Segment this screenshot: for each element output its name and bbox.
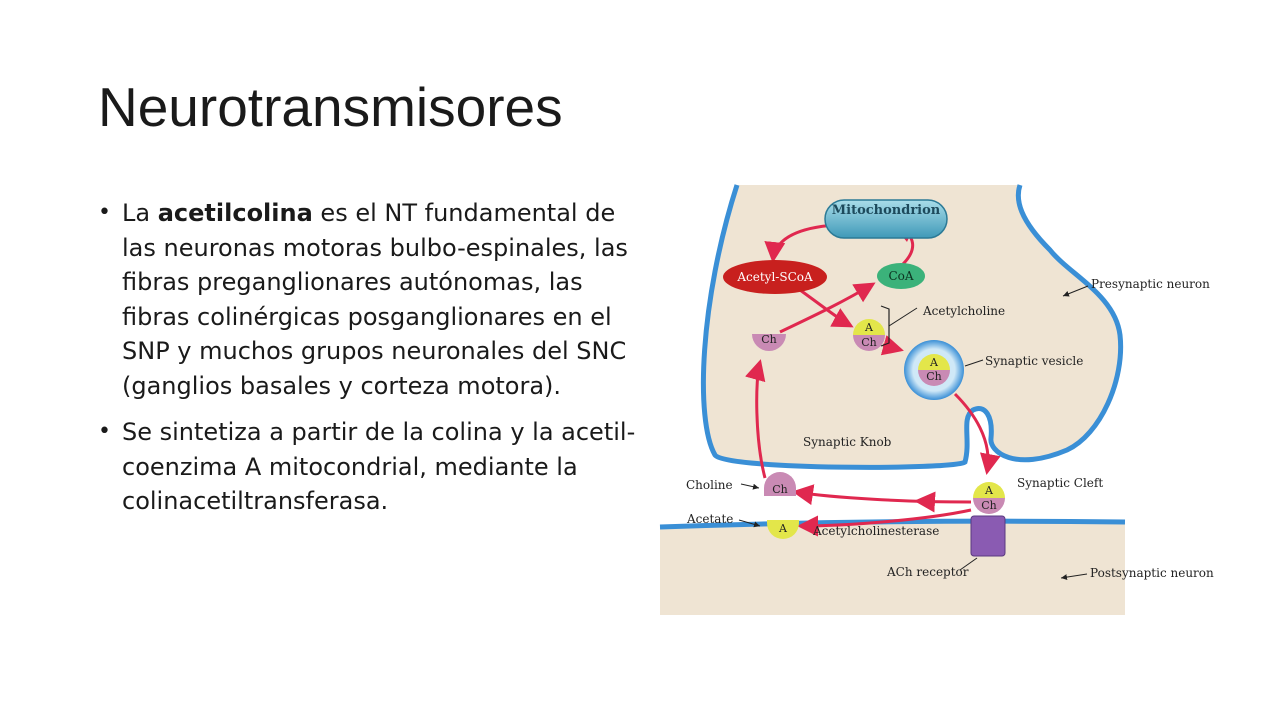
vesicle-acetyl-half [918,354,950,370]
pathway-enzyme-mid-arrow [914,491,936,513]
synapse-diagram: Mitochondrion Acetyl-SCoA CoA Ch A Ch Ac… [659,184,1214,615]
mitochondrion-label: Mitochondrion [832,203,941,218]
acetate-pointer [738,519,761,528]
synaptic-vesicle-label: Synaptic vesicle [985,354,1083,368]
ach-cleft-ch-label: Ch [981,499,997,512]
slide-title: Neurotransmisores [98,76,563,138]
ach-free-a-label: A [864,321,874,334]
postsynaptic-pointer [1060,573,1088,581]
pathway-cleft-to-choline [792,484,972,506]
bullet-dot: • [98,200,111,225]
synaptic-cleft-label: Synaptic Cleft [1017,476,1103,490]
choline-molecule-label: Ch [761,333,777,346]
choline-released-ch-label: Ch [772,483,788,496]
acetyl-scoa-shape [723,260,827,294]
postsynaptic-cytoplasm [660,520,1125,615]
synaptic-knob-label: Synaptic Knob [803,435,892,449]
pathway-choline-uptake [745,359,767,479]
choline-label: Choline [686,478,733,492]
bullet-text-after: es el NT fundamental de las neuronas mot… [122,199,628,400]
ach-receptor-shape [970,515,1006,557]
mitochondrion-shape [824,199,948,239]
acetylcholine-bracket-stem [888,307,918,327]
acetate-a-label: A [778,522,788,535]
ach-cleft-choline-half [973,498,1005,514]
vesicle-choline-half [918,370,950,386]
bullet-item: • Se sintetiza a partir de la colina y l… [98,415,643,519]
bullet-dot: • [98,419,111,444]
coa-label: CoA [888,269,913,283]
presynaptic-neuron-label: Presynaptic neuron [1091,277,1210,291]
vesicle-a-label: A [929,356,939,369]
ach-free-ch-label: Ch [861,336,877,349]
choline-released-bottom [764,488,796,496]
bullet-list: • La acetilcolina es el NT fundamental d… [98,196,643,531]
coa-shape [877,263,925,289]
postsynaptic-neuron-label: Postsynaptic neuron [1090,566,1214,580]
acetyl-scoa-label: Acetyl-SCoA [736,270,813,284]
ach-free-choline-half [853,335,885,351]
acetate-label: Acetate [686,512,733,526]
bullet-item: • La acetilcolina es el NT fundamental d… [98,196,643,403]
ach-receptor-label: ACh receptor [886,565,969,579]
pathway-acetyl-to-ach [799,288,854,328]
presynaptic-pointer [1062,285,1089,297]
pathway-mito-to-acetyl [764,223,836,263]
vesicle-pointer [964,359,984,367]
presynaptic-membrane [700,184,1124,470]
ach-receptor-pointer [959,557,978,571]
presynaptic-cytoplasm [703,185,1121,468]
pathway-vesicle-to-cleft [953,392,1001,475]
pathway-ach-to-vesicle [880,335,904,356]
pathway-cleft-to-acetate [797,508,972,537]
bullet-text-before: La [122,199,158,227]
choline-released-shape [764,472,796,488]
pathway-ch-to-coa [779,282,876,334]
choline-pointer [740,483,760,490]
vesicle-ch-label: Ch [926,370,942,383]
ach-cleft-a-label: A [984,484,994,497]
choline-molecule-top [752,334,786,351]
bullet-bold-term: acetilcolina [157,199,313,227]
ach-cleft-acetyl-half [973,482,1005,498]
acetylcholine-label: Acetylcholine [922,304,1005,318]
acetylcholinesterase-label: Acetylcholinesterase [812,524,939,538]
ach-free-acetyl-half [853,319,885,335]
acetate-shape [767,520,799,539]
bullet-text: Se sintetiza a partir de la colina y la … [122,418,636,515]
